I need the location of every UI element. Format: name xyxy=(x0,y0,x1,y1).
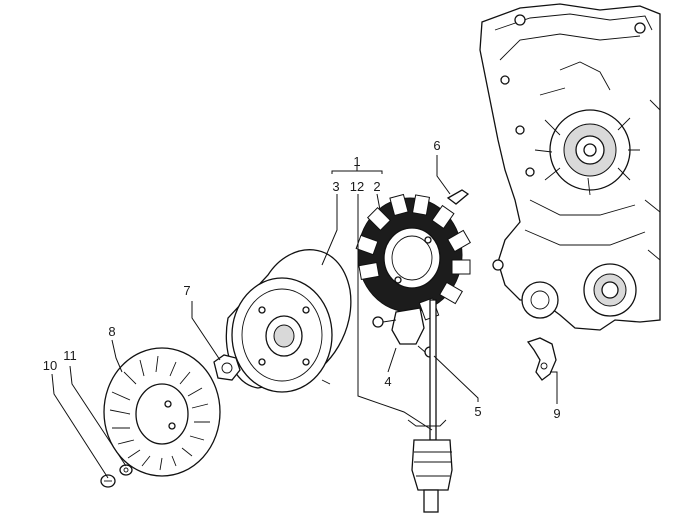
callout-4: 4 xyxy=(384,374,391,389)
stator-cable-connector xyxy=(407,299,453,513)
cooling-fan xyxy=(103,347,221,477)
callout-12: 12 xyxy=(350,179,364,194)
cable-bracket xyxy=(526,337,557,381)
stator-coil xyxy=(355,193,471,321)
callout-3: 3 xyxy=(332,179,339,194)
callout-2: 2 xyxy=(373,179,380,194)
callout-9: 9 xyxy=(553,406,560,421)
engine-crankcase xyxy=(479,3,661,331)
woodruff-key xyxy=(446,189,470,205)
screw xyxy=(100,474,116,488)
callout-10: 10 xyxy=(43,358,57,373)
callout-5: 5 xyxy=(474,404,481,419)
callout-7: 7 xyxy=(183,283,190,298)
flywheel-nut xyxy=(213,354,241,381)
callout-8: 8 xyxy=(108,324,115,339)
flywheel-rotor xyxy=(225,249,352,393)
callout-6: 6 xyxy=(433,138,440,153)
pickup-sensor xyxy=(372,307,436,358)
callout-1: 1 xyxy=(353,154,360,169)
callout-11: 11 xyxy=(63,348,77,363)
washer xyxy=(119,464,133,476)
leader-lines xyxy=(51,155,558,479)
callout-labels: 1 2 3 4 5 6 7 8 9 10 11 12 xyxy=(43,138,561,421)
